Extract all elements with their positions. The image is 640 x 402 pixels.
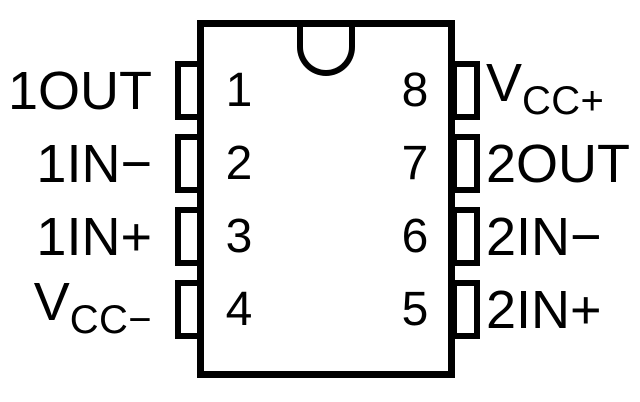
pin-5-stub (451, 280, 480, 339)
pin1-orientation-notch-icon (297, 27, 355, 76)
pin-8-label: VCC+ (486, 53, 640, 123)
pin-2-label-main: 1IN− (36, 134, 152, 194)
pin-7-label: 2OUT (486, 134, 640, 194)
pin-4-label-main: V (33, 272, 70, 332)
pin-2-number: 2 (225, 137, 253, 190)
pin-5-number: 5 (401, 283, 429, 336)
pin-5-label-main: 2IN+ (486, 280, 602, 340)
pin-1-label: 1OUT (0, 61, 154, 121)
pin-5-label: 2IN+ (486, 280, 640, 340)
pin-3-label: 1IN+ (0, 207, 154, 267)
pin-7-number: 7 (401, 137, 429, 190)
pin-2-label: 1IN− (0, 134, 154, 194)
pin-3-label-main: 1IN+ (36, 207, 152, 267)
pin-4-label: VCC− (0, 272, 154, 342)
pin-4-label-subscript: CC− (69, 297, 152, 342)
pin-8-label-main: V (486, 53, 523, 113)
pin-7-stub (451, 134, 480, 193)
pin-1-label-main: 1OUT (7, 61, 152, 121)
pin-4-number: 4 (225, 283, 253, 336)
pin-3-number: 3 (225, 210, 253, 263)
pin-6-number: 6 (401, 210, 429, 263)
pin-8-label-subscript: CC+ (522, 78, 605, 123)
pin-6-label: 2IN− (486, 207, 640, 267)
pin-7-label-main: 2OUT (486, 134, 631, 194)
pin-1-number: 1 (225, 64, 253, 117)
pin-8-number: 8 (401, 64, 429, 117)
pin-6-label-main: 2IN− (486, 207, 602, 267)
pin-8-stub (451, 61, 480, 120)
ic-package-body (197, 20, 455, 378)
pin-6-stub (451, 207, 480, 266)
